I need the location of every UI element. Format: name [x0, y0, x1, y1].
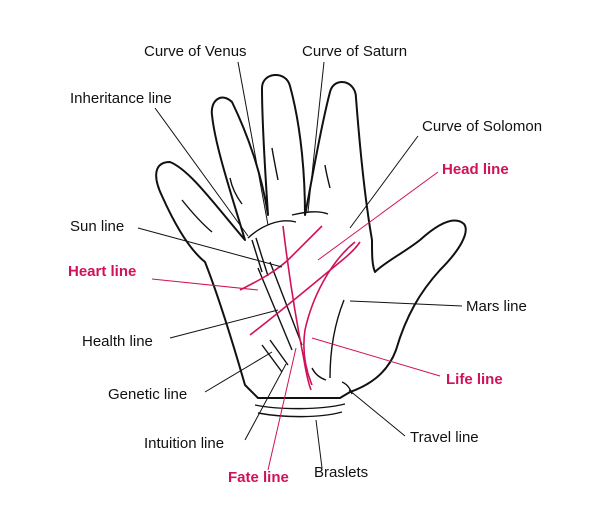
hand-outline — [155, 74, 467, 399]
finger-crease — [324, 164, 331, 189]
curve-of-venus-mark — [247, 220, 297, 239]
label-inheritance-line: Inheritance line — [70, 90, 172, 107]
genetic-line-mark — [261, 344, 283, 373]
label-intuition-line: Intuition line — [144, 435, 225, 452]
mars-line-mark — [329, 299, 345, 379]
label-genetic-line: Genetic line — [108, 386, 188, 403]
label-heart-line: Heart line — [68, 263, 137, 280]
label-sun-line: Sun line — [70, 218, 125, 235]
leader-genetic-line — [204, 351, 273, 393]
head-line-mark — [249, 241, 361, 336]
leader-inheritance-line — [154, 107, 249, 237]
leader-life-line — [311, 337, 441, 377]
label-head-line: Head line — [442, 161, 509, 178]
finger-crease — [271, 147, 279, 181]
leader-fate-line — [267, 347, 297, 471]
finger-crease — [229, 177, 243, 205]
leader-heart-line — [151, 278, 259, 291]
label-life-line: Life line — [446, 371, 503, 388]
life-line-mark — [303, 241, 356, 386]
leader-travel-line — [348, 389, 406, 437]
label-braslets: Braslets — [314, 464, 369, 481]
label-curve-of-venus: Curve of Venus — [144, 43, 247, 60]
leader-health-line — [169, 309, 279, 339]
sun-line-mark — [255, 237, 269, 277]
label-health-line: Health line — [82, 333, 153, 350]
palm-mark — [311, 367, 327, 381]
leader-sun-line — [137, 227, 283, 268]
health-line-mark — [257, 267, 293, 351]
leader-curve-of-saturn — [307, 61, 325, 213]
label-curve-of-solomon: Curve of Solomon — [422, 118, 543, 135]
genetic-line-mark — [269, 339, 289, 366]
label-travel-line: Travel line — [410, 429, 479, 446]
leader-head-line — [317, 171, 439, 261]
heart-line-mark — [239, 225, 323, 291]
leader-curve-of-solomon — [349, 135, 419, 229]
leader-mars-line — [349, 300, 463, 307]
finger-crease — [181, 199, 213, 233]
leader-curve-of-venus — [237, 61, 269, 226]
bracelet-line — [257, 411, 343, 418]
label-fate-line: Fate line — [228, 469, 289, 486]
curve-of-saturn-mark — [291, 211, 329, 216]
leader-intuition-line — [244, 363, 287, 441]
fate-line-mark — [282, 225, 312, 391]
leader-braslets — [315, 419, 323, 469]
health-line-mark — [269, 261, 303, 346]
label-mars-line: Mars line — [466, 298, 527, 315]
bracelet-line — [254, 403, 346, 410]
label-curve-of-saturn: Curve of Saturn — [302, 43, 408, 60]
sun-line-mark — [251, 239, 263, 273]
